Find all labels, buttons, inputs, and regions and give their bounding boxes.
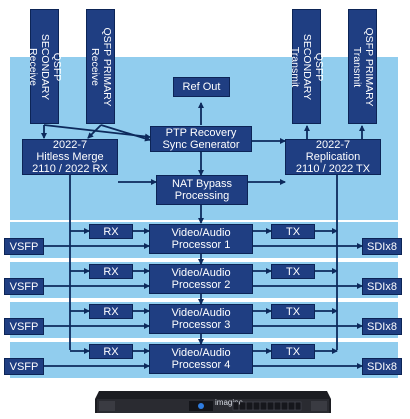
qsfp-primary-receive-box: QSFP PRIMARY Receive	[86, 9, 115, 124]
vsfp-box-4-label: VSFP	[9, 360, 39, 373]
vsfp-box-3: VSFP	[4, 318, 44, 335]
ptp-sync-generator-box: PTP Recovery Sync Generator	[150, 126, 252, 152]
sdi-box-2: SDIx8	[362, 278, 402, 295]
processor-box-3: Video/Audio Processor 3	[149, 304, 253, 334]
qsfp-secondary-transmit-box: QSFP SECONDARY Transmit	[289, 9, 325, 124]
rx-box-4-label: RX	[103, 345, 119, 358]
sdi-box-4: SDIx8	[362, 358, 402, 375]
vsfp-box-1-label: VSFP	[9, 240, 39, 253]
tx-box-4-label: TX	[285, 345, 301, 358]
device-brand-logo: imagine	[215, 398, 244, 407]
vsfp-box-1: VSFP	[4, 238, 44, 255]
rx-box-2-label: RX	[103, 265, 119, 278]
processor-box-3-label: Video/Audio Processor 3	[171, 307, 231, 331]
processor-box-2-label: Video/Audio Processor 2	[171, 267, 231, 291]
vsfp-box-2-label: VSFP	[9, 280, 39, 293]
qsfp-primary-transmit-box: QSFP PRIMARY Transmit	[348, 9, 377, 124]
rx-box-4: RX	[89, 344, 133, 359]
sdi-box-3-label: SDIx8	[367, 320, 397, 333]
sdi-box-1-label: SDIx8	[367, 240, 397, 253]
rx-box-2: RX	[89, 264, 133, 279]
rx-box-1-label: RX	[103, 225, 119, 238]
processor-box-1: Video/Audio Processor 1	[149, 224, 253, 254]
qsfp-secondary-receive-box: QSFP SECONDARY Receive	[27, 9, 63, 124]
tx-box-2-label: TX	[285, 265, 301, 278]
nat-bypass-box: NAT Bypass Processing	[156, 175, 248, 205]
sdi-box-4-label: SDIx8	[367, 360, 397, 373]
vsfp-box-3-label: VSFP	[9, 320, 39, 333]
processor-box-2: Video/Audio Processor 2	[149, 264, 253, 294]
processor-box-4-label: Video/Audio Processor 4	[171, 347, 231, 371]
processor-box-4: Video/Audio Processor 4	[149, 344, 253, 374]
rx-box-3: RX	[89, 304, 133, 319]
sdi-box-2-label: SDIx8	[367, 280, 397, 293]
rx-box-1: RX	[89, 224, 133, 239]
replication-box: 2022-7 Replication 2110 / 2022 TX	[285, 139, 381, 175]
device-chassis-image: imagine	[95, 391, 331, 413]
tx-box-3-label: TX	[285, 305, 301, 318]
tx-box-1: TX	[271, 224, 315, 239]
vsfp-box-4: VSFP	[4, 358, 44, 375]
tx-box-4: TX	[271, 344, 315, 359]
rx-box-3-label: RX	[103, 305, 119, 318]
vsfp-box-2: VSFP	[4, 278, 44, 295]
hitless-merge-box: 2022-7 Hitless Merge 2110 / 2022 RX	[22, 139, 118, 175]
sdi-box-3: SDIx8	[362, 318, 402, 335]
tx-box-2: TX	[271, 264, 315, 279]
tx-box-3: TX	[271, 304, 315, 319]
processor-box-1-label: Video/Audio Processor 1	[171, 227, 231, 251]
tx-box-1-label: TX	[285, 225, 301, 238]
ref-out-box: Ref Out	[173, 77, 230, 97]
sdi-box-1: SDIx8	[362, 238, 402, 255]
